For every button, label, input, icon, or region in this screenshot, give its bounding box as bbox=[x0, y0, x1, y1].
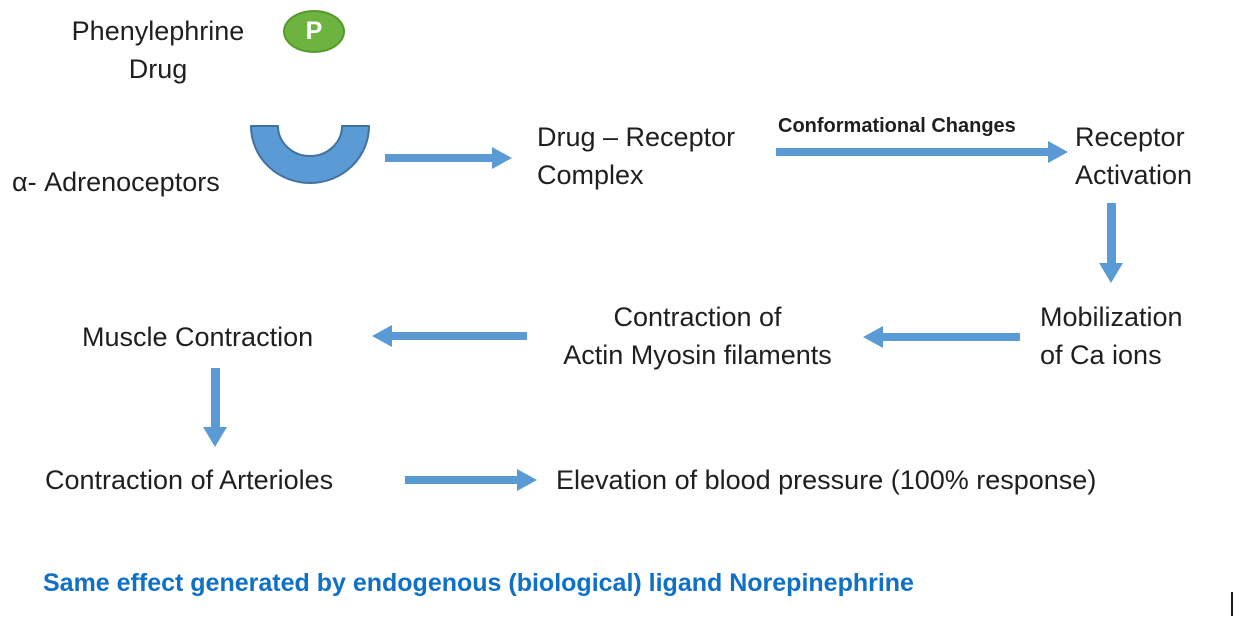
arrow-shaft bbox=[883, 333, 1020, 341]
arrow-to-actin-contraction bbox=[863, 325, 1020, 349]
arrow-to-muscle-contraction bbox=[372, 324, 527, 348]
arrow-to-arterioles bbox=[203, 368, 227, 447]
node-mobilization-ca-ions: Mobilization of Ca ions bbox=[1040, 298, 1183, 374]
text-cursor-mark bbox=[1231, 592, 1233, 616]
mobilization-label-line2: of Ca ions bbox=[1040, 340, 1162, 370]
arrow-head-right-icon bbox=[517, 469, 537, 491]
arrow-conformational-changes bbox=[776, 140, 1068, 164]
mobilization-label-line1: Mobilization bbox=[1040, 302, 1183, 332]
conformational-changes-label: Conformational Changes bbox=[778, 115, 1016, 137]
node-phenylephrine-drug: Phenylephrine Drug bbox=[48, 12, 268, 88]
complex-label-line1: Drug – Receptor bbox=[537, 122, 736, 152]
complex-label-line2: Complex bbox=[537, 160, 644, 190]
arrow-to-mobilization bbox=[1099, 203, 1123, 283]
actin-label-line2: Actin Myosin filaments bbox=[563, 340, 832, 370]
arrow-to-complex bbox=[385, 146, 512, 170]
drug-label: Drug bbox=[128, 54, 188, 84]
arrow-head-down-icon bbox=[203, 427, 227, 447]
node-actin-myosin-contraction: Contraction of Actin Myosin filaments bbox=[540, 298, 855, 374]
arrow-shaft bbox=[392, 332, 527, 340]
node-drug-receptor-complex: Drug – Receptor Complex bbox=[537, 118, 735, 194]
arrow-shaft bbox=[385, 154, 492, 162]
arrow-head-right-icon bbox=[492, 147, 512, 169]
arrow-shaft bbox=[776, 148, 1048, 156]
phenylephrine-label: Phenylephrine bbox=[71, 16, 245, 46]
arrow-shaft bbox=[1106, 203, 1116, 263]
node-blood-pressure-elevation: Elevation of blood pressure (100% respon… bbox=[556, 465, 1097, 495]
arrow-shaft bbox=[405, 476, 517, 484]
arrow-shaft bbox=[210, 368, 220, 427]
arrow-head-down-icon bbox=[1099, 263, 1123, 283]
drug-molecule-letter: P bbox=[305, 17, 323, 45]
receptor-cup-icon bbox=[250, 125, 370, 184]
activation-label-line2: Activation bbox=[1075, 160, 1193, 190]
arrow-head-right-icon bbox=[1048, 141, 1068, 163]
node-alpha-adrenoceptors: α- Adrenoceptors bbox=[12, 167, 220, 197]
arrow-to-elevation bbox=[405, 468, 537, 492]
node-receptor-activation: Receptor Activation bbox=[1075, 118, 1192, 194]
arrow-head-left-icon bbox=[863, 326, 883, 348]
drug-molecule-badge: P bbox=[283, 10, 345, 53]
node-muscle-contraction: Muscle Contraction bbox=[82, 322, 314, 352]
actin-label-line1: Contraction of bbox=[613, 302, 782, 332]
activation-label-line1: Receptor bbox=[1075, 122, 1185, 152]
footnote-norepinephrine: Same effect generated by endogenous (bio… bbox=[43, 569, 914, 597]
arrow-head-left-icon bbox=[372, 325, 392, 347]
node-contraction-arterioles: Contraction of Arterioles bbox=[45, 465, 334, 495]
